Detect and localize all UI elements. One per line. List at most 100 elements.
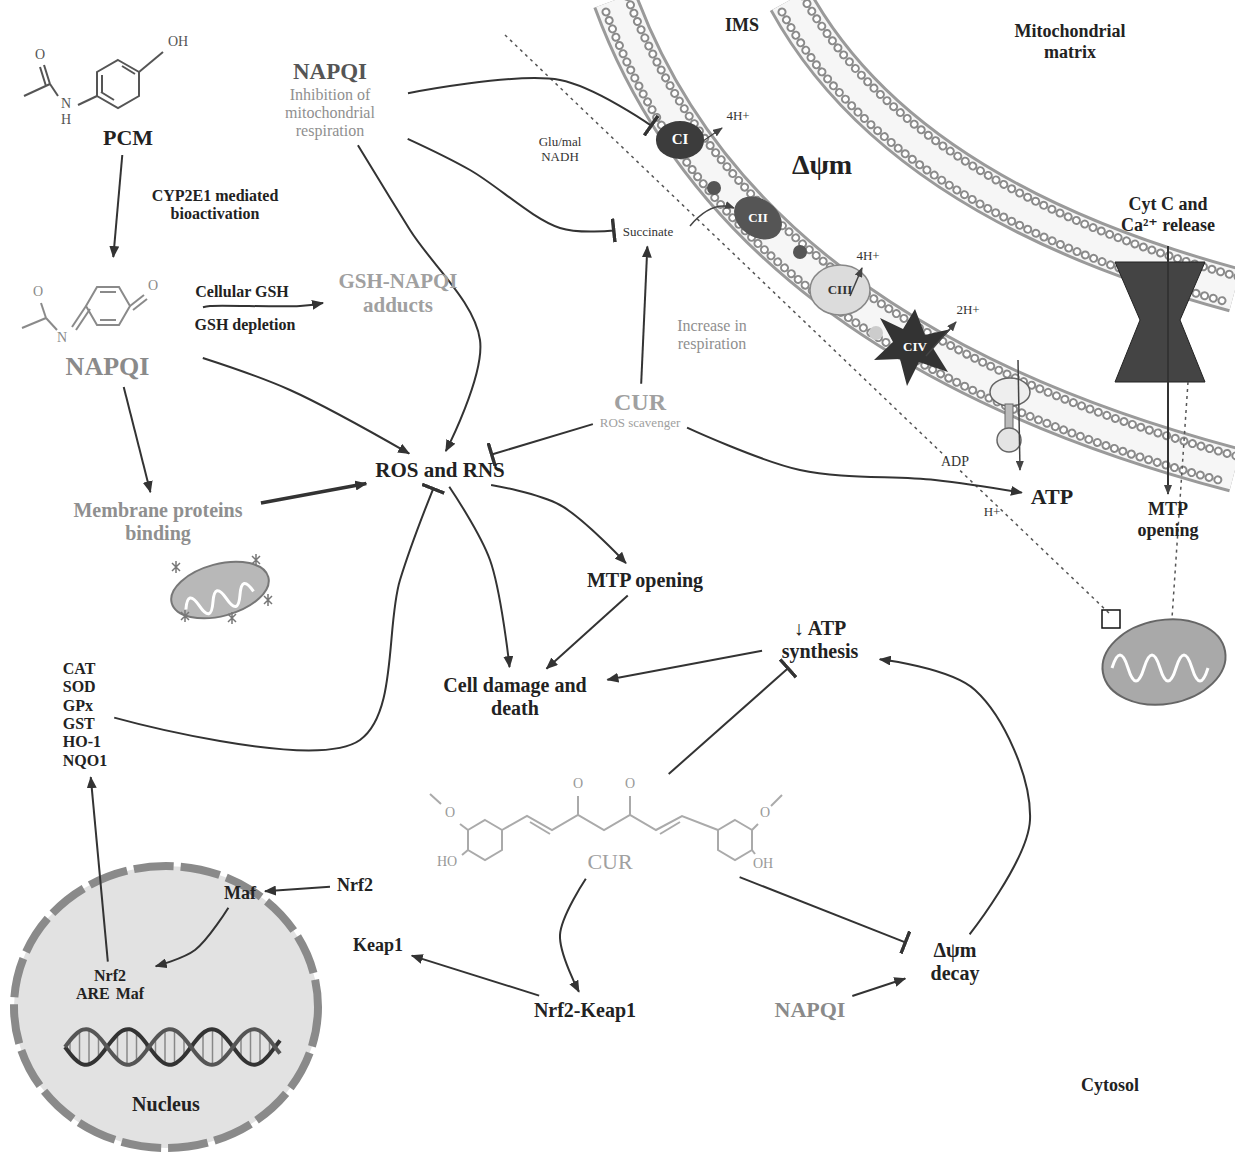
pathway-node: Δψm decay bbox=[910, 937, 1000, 987]
ubiquinone bbox=[793, 245, 807, 259]
node-text: GST bbox=[63, 715, 107, 733]
pathway-node: ATP bbox=[1027, 482, 1077, 511]
figure-label: N bbox=[57, 330, 67, 346]
node-text: Succinate bbox=[623, 225, 674, 240]
node-text: Nrf2 bbox=[337, 875, 373, 896]
connector bbox=[607, 651, 762, 680]
figure-label: O bbox=[445, 805, 455, 821]
node-text: Membrane proteins binding bbox=[62, 499, 254, 545]
node-text: Cell damage and death bbox=[432, 674, 599, 720]
node-text: Nrf2 bbox=[73, 967, 147, 985]
dna-helix bbox=[65, 1029, 280, 1065]
figure-label: MTP opening bbox=[1123, 499, 1213, 540]
node-text: Maf bbox=[116, 985, 144, 1003]
connector bbox=[669, 668, 788, 774]
node-text: NQO1 bbox=[63, 752, 107, 770]
pathway-node: Membrane proteins binding bbox=[58, 497, 258, 547]
connector bbox=[449, 487, 509, 667]
node-text: CI bbox=[672, 131, 689, 148]
figure-label: H bbox=[61, 112, 71, 128]
figure-label: 4H+ bbox=[856, 249, 879, 264]
pathway-node: CI bbox=[656, 121, 705, 158]
connector bbox=[880, 659, 1030, 934]
mitochondrion-small bbox=[1096, 610, 1233, 714]
release-arrow bbox=[1167, 246, 1169, 494]
connector bbox=[687, 428, 1022, 493]
figure-label: H+ bbox=[984, 505, 1001, 520]
figure-label: CIII bbox=[828, 283, 853, 298]
figure-label: O bbox=[35, 47, 45, 63]
connector bbox=[560, 879, 586, 992]
cytochrome-c bbox=[869, 326, 883, 340]
figure-label: Cyt C and Ca²⁺ release bbox=[1108, 194, 1228, 235]
pathway-node: ROS and RNS bbox=[371, 456, 509, 484]
complex-iv bbox=[874, 309, 951, 386]
mitochondrion-damaged bbox=[165, 552, 275, 628]
pathway-node: CATSODGPxGSTHO-1NQO1 bbox=[59, 658, 111, 772]
node-text: ROS and RNS bbox=[375, 458, 505, 482]
pathway-node: NAPQI bbox=[771, 995, 850, 1024]
complex-iii bbox=[810, 265, 870, 315]
pathway-node: NAPQI bbox=[15, 262, 200, 384]
connector bbox=[641, 246, 647, 383]
node-text: PCM bbox=[103, 125, 153, 150]
connector bbox=[852, 978, 905, 996]
complex-ii bbox=[726, 188, 790, 249]
connector bbox=[265, 887, 330, 892]
connector bbox=[740, 877, 906, 942]
edge-label: Increase in respiration bbox=[655, 317, 769, 354]
pathway-node: Maf bbox=[220, 881, 260, 906]
figure-label: ADP bbox=[939, 454, 971, 470]
pathway-node: Keap1 bbox=[349, 933, 407, 958]
inner-membrane bbox=[606, 0, 1235, 482]
pathway-node: Succinate bbox=[619, 223, 678, 242]
pathway-node: ↓ ATP synthesis bbox=[765, 615, 875, 665]
pathway-node: MTP opening bbox=[583, 567, 707, 594]
pathway-node: Nrf2-Keap1 bbox=[530, 997, 640, 1024]
node-text: Maf bbox=[224, 883, 256, 904]
connector bbox=[408, 78, 651, 125]
zoom-line bbox=[505, 35, 1110, 614]
node-text: GSH-NAPQI adducts bbox=[332, 269, 464, 317]
pathway-node: Cell damage and death bbox=[428, 672, 603, 722]
figure-label: O bbox=[33, 284, 43, 300]
figure-label: O bbox=[573, 776, 583, 792]
figure-label: CII bbox=[748, 211, 768, 226]
node-text: ↓ ATP synthesis bbox=[769, 617, 871, 663]
figure-label: OH bbox=[168, 34, 188, 50]
node-text: GPx bbox=[63, 697, 107, 715]
figure-label: GSH depletion bbox=[195, 316, 296, 334]
node-text: ARE bbox=[76, 985, 110, 1003]
node-text: Inhibition of mitochondrial respiration bbox=[259, 86, 401, 141]
node-text: HO-1 bbox=[63, 733, 107, 751]
figure-label: O bbox=[625, 776, 635, 792]
node-text: ATP bbox=[1031, 484, 1073, 509]
connector bbox=[113, 155, 122, 257]
connector bbox=[412, 956, 539, 996]
pathway-node: NucleusMafNrf2AREMaf bbox=[10, 862, 322, 1152]
pathway-node: GSH-NAPQI adducts bbox=[328, 267, 468, 319]
edge-label: CYP2E1 mediated bioactivation bbox=[133, 187, 297, 224]
node-text: CUR bbox=[600, 389, 681, 417]
figure-label: CIV bbox=[903, 340, 927, 355]
figure-label: HO bbox=[437, 854, 457, 870]
connector bbox=[546, 596, 627, 669]
pathway-node: Nrf2ARE Maf bbox=[69, 965, 151, 1006]
pathway-node: PCM bbox=[28, 28, 228, 152]
node-text: CUR bbox=[587, 849, 632, 874]
figure-label: OH bbox=[753, 856, 773, 872]
connector bbox=[203, 303, 323, 307]
figure-label: O bbox=[148, 278, 158, 294]
node-text: NAPQI bbox=[775, 997, 846, 1022]
edge-label: Cellular GSH bbox=[193, 283, 291, 301]
ubiquinone bbox=[707, 181, 721, 195]
figure-label: Mitochondrial matrix bbox=[995, 21, 1145, 62]
connector bbox=[491, 485, 626, 563]
pathway-node: CUR bbox=[440, 776, 780, 876]
figure-label: Cytosol bbox=[1081, 1075, 1139, 1096]
connector bbox=[492, 424, 593, 454]
pathway-node: CURROS scavenger bbox=[596, 387, 685, 434]
connector bbox=[408, 139, 614, 232]
